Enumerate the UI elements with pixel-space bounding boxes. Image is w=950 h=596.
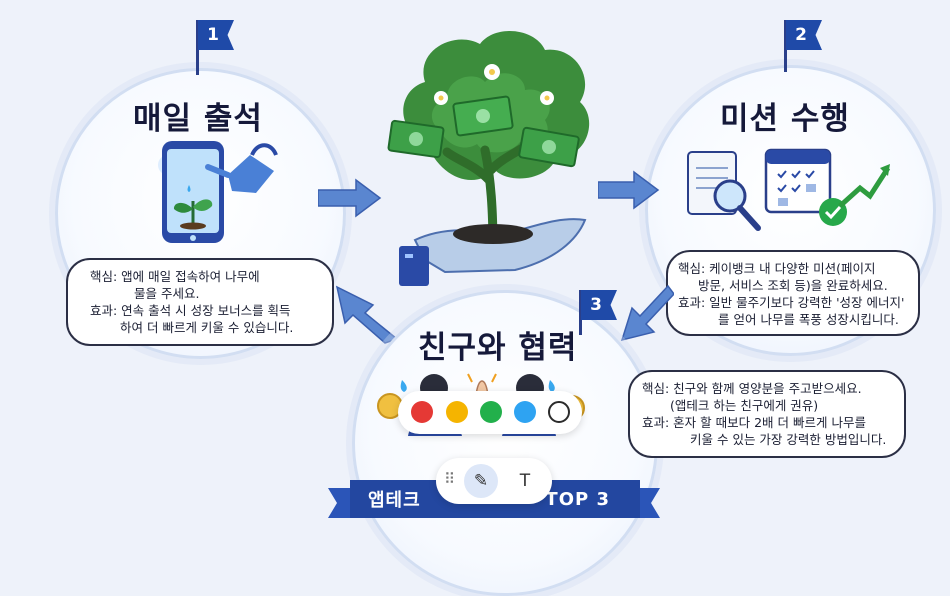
banner-text-right: TOP 3 (545, 488, 610, 510)
color-palette-toolbar (398, 391, 582, 434)
step-3-line-3: 효과: 혼자 할 때보다 2배 더 빠르게 나무를 (642, 415, 866, 430)
step-1-line-1: 핵심: 앱에 매일 접속하여 나무에 (90, 269, 260, 284)
arrow-step2-to-step3 (620, 284, 674, 342)
step-2-line-2: 방문, 서비스 조회 등)을 완료하세요. (698, 278, 888, 293)
step-1-bubble: 핵심: 앱에 매일 접속하여 나무에 물을 주세요. 효과: 연속 출석 시 성… (66, 258, 334, 346)
step-1-flag-pole (196, 20, 199, 75)
mission-icons (687, 148, 891, 231)
color-swatch-red[interactable] (411, 401, 433, 423)
step-2-bubble: 핵심: 케이뱅크 내 다양한 미션(페이지 방문, 서비스 조회 등)을 완료하… (666, 250, 920, 336)
drawing-tools-toolbar: ⠿ ✎ T (436, 458, 552, 504)
step-3-line-4: 키울 수 있는 가장 강력한 방법입니다. (690, 432, 887, 447)
step-2-flag-pole (784, 20, 787, 72)
step-1-line-4: 하여 더 빠르게 키울 수 있습니다. (120, 320, 294, 335)
step-1-title: 매일 출석 (133, 101, 263, 137)
arrow-step1-to-tree (318, 178, 382, 218)
text-tool-icon: T (519, 471, 531, 491)
step-3-flag-pole (579, 290, 582, 335)
money-tree-illustration (387, 31, 590, 286)
arrow-tree-to-step2 (598, 170, 660, 210)
banner-text-left: 앱테크 (368, 490, 421, 511)
step-3-line-1: 핵심: 친구와 함께 영양분을 주고받으세요. (642, 381, 862, 396)
phone-watering-icon (158, 141, 278, 243)
text-tool-button[interactable]: T (508, 464, 542, 498)
step-1-line-2: 물을 주세요. (134, 286, 200, 301)
pen-tool-button[interactable]: ✎ (464, 464, 498, 498)
color-swatch-white[interactable] (548, 401, 570, 423)
step-1-line-3: 효과: 연속 출석 시 성장 보너스를 획득 (90, 303, 291, 318)
color-swatch-green[interactable] (480, 401, 502, 423)
step-2-line-1: 핵심: 케이뱅크 내 다양한 미션(페이지 (678, 261, 876, 276)
pen-tool-icon: ✎ (473, 471, 489, 491)
color-swatch-blue[interactable] (514, 401, 536, 423)
step-2-title: 미션 수행 (720, 101, 850, 137)
step-1-flag: 1 (198, 20, 234, 50)
step-3-bubble: 핵심: 친구와 함께 영양분을 주고받으세요. (앱테크 하는 친구에게 권유)… (628, 370, 906, 458)
step-2-line-3: 효과: 일반 물주기보다 강력한 '성장 에너지' (678, 295, 905, 310)
step-2-line-4: 를 얻어 나무를 폭풍 성장시킵니다. (718, 312, 899, 327)
step-3-line-2: (앱테크 하는 친구에게 권유) (670, 398, 819, 413)
drag-handle-icon[interactable]: ⠿ (444, 470, 455, 488)
color-swatch-yellow[interactable] (446, 401, 468, 423)
step-2-flag: 2 (786, 20, 822, 50)
step-3-flag: 3 (581, 290, 617, 320)
arrow-step3-to-step1 (335, 285, 399, 344)
step-3-title: 친구와 협력 (418, 330, 578, 366)
